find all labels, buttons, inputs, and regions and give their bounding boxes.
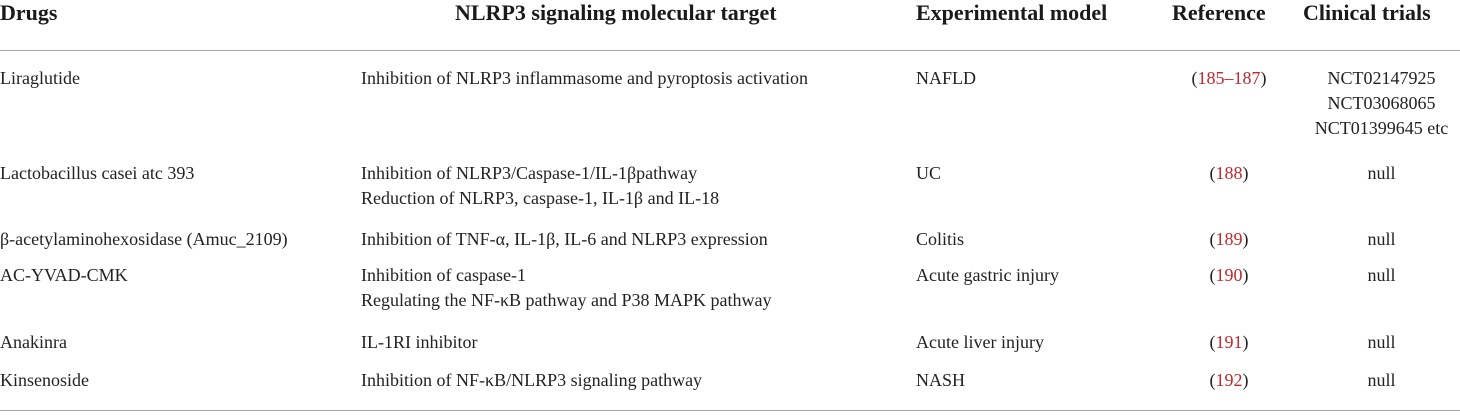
target-cell: Inhibition of NF-κB/NLRP3 signaling path…	[361, 368, 702, 393]
trial-id: null	[1367, 163, 1396, 183]
target-line: Inhibition of TNF-α, IL-1β, IL-6 and NLR…	[361, 229, 768, 249]
drug-name: Anakinra	[0, 332, 67, 352]
trial-id: null	[1367, 229, 1396, 249]
ref-close-paren: )	[1260, 68, 1267, 88]
header-model: Experimental model	[916, 0, 1108, 25]
trial-id: null	[1367, 265, 1396, 285]
table-header: Drugs NLRP3 signaling molecular target E…	[0, 0, 1460, 50]
target-line: Inhibition of NLRP3 inflammasome and pyr…	[361, 68, 808, 88]
reference-cell: (185–187)	[1172, 66, 1286, 91]
reference-link[interactable]: 188	[1215, 163, 1243, 183]
reference-link[interactable]: 191	[1215, 332, 1243, 352]
ref-close-paren: )	[1242, 265, 1249, 285]
target-line: Regulating the NF-κB pathway and P38 MAP…	[361, 290, 772, 310]
trial-id: NCT03068065	[1327, 93, 1436, 113]
reference-link[interactable]: 185–187	[1197, 68, 1261, 88]
target-line: Reduction of NLRP3, caspase-1, IL-1β and…	[361, 188, 720, 208]
model-cell: Acute gastric injury	[916, 265, 1059, 285]
target-line: Inhibition of NF-κB/NLRP3 signaling path…	[361, 370, 703, 390]
drug-name: Liraglutide	[0, 68, 80, 88]
drug-name: AC-YVAD-CMK	[0, 265, 128, 285]
target-line: Inhibition of NLRP3/Caspase-1/IL-1βpathw…	[361, 163, 698, 183]
ref-close-paren: )	[1242, 332, 1249, 352]
target-line: IL-1RI inhibitor	[361, 332, 478, 352]
header-rule	[0, 50, 1460, 51]
reference-cell: (190)	[1172, 263, 1286, 288]
target-cell: IL-1RI inhibitor	[361, 330, 477, 355]
model-cell: NASH	[916, 370, 966, 390]
target-line: Inhibition of caspase-1	[361, 265, 526, 285]
drug-name: Kinsenoside	[0, 370, 89, 390]
drug-name: β-acetylaminohexosidase (Amuc_2109)	[0, 229, 288, 249]
reference-cell: (192)	[1172, 368, 1286, 393]
ref-open-paren: (	[1209, 229, 1216, 249]
reference-link[interactable]: 190	[1215, 265, 1243, 285]
target-cell: Inhibition of caspase-1 Regulating the N…	[361, 263, 772, 313]
trials-cell: NCT02147925 NCT03068065 NCT01399645 etc	[1303, 66, 1460, 141]
ref-open-paren: (	[1191, 68, 1198, 88]
ref-close-paren: )	[1242, 229, 1249, 249]
header-reference: Reference	[1172, 0, 1266, 25]
ref-open-paren: (	[1209, 370, 1216, 390]
trials-cell: null	[1303, 330, 1460, 355]
bottom-rule	[0, 410, 1460, 411]
model-cell: NAFLD	[916, 68, 977, 88]
header-drugs: Drugs	[0, 0, 58, 25]
reference-link[interactable]: 189	[1215, 229, 1243, 249]
ref-open-paren: (	[1209, 332, 1216, 352]
reference-link[interactable]: 192	[1215, 370, 1243, 390]
ref-open-paren: (	[1209, 265, 1216, 285]
trials-cell: null	[1303, 161, 1460, 186]
trials-cell: null	[1303, 227, 1460, 252]
reference-cell: (189)	[1172, 227, 1286, 252]
trial-id: NCT02147925	[1327, 68, 1436, 88]
header-target: NLRP3 signaling molecular target	[455, 0, 777, 25]
model-cell: Colitis	[916, 229, 965, 249]
trial-id: null	[1367, 332, 1396, 352]
model-cell: Acute liver injury	[916, 332, 1044, 352]
trials-cell: null	[1303, 368, 1460, 393]
trials-cell: null	[1303, 263, 1460, 288]
target-cell: Inhibition of TNF-α, IL-1β, IL-6 and NLR…	[361, 227, 768, 252]
header-trials: Clinical trials	[1303, 0, 1431, 25]
reference-cell: (191)	[1172, 330, 1286, 355]
target-cell: Inhibition of NLRP3/Caspase-1/IL-1βpathw…	[361, 161, 719, 211]
drug-name: Lactobacillus casei atc 393	[0, 163, 195, 183]
reference-cell: (188)	[1172, 161, 1286, 186]
trial-id: NCT01399645 etc	[1314, 118, 1449, 138]
trial-id: null	[1367, 370, 1396, 390]
ref-close-paren: )	[1242, 370, 1249, 390]
ref-open-paren: (	[1209, 163, 1216, 183]
ref-close-paren: )	[1242, 163, 1249, 183]
model-cell: UC	[916, 163, 942, 183]
target-cell: Inhibition of NLRP3 inflammasome and pyr…	[361, 66, 808, 91]
